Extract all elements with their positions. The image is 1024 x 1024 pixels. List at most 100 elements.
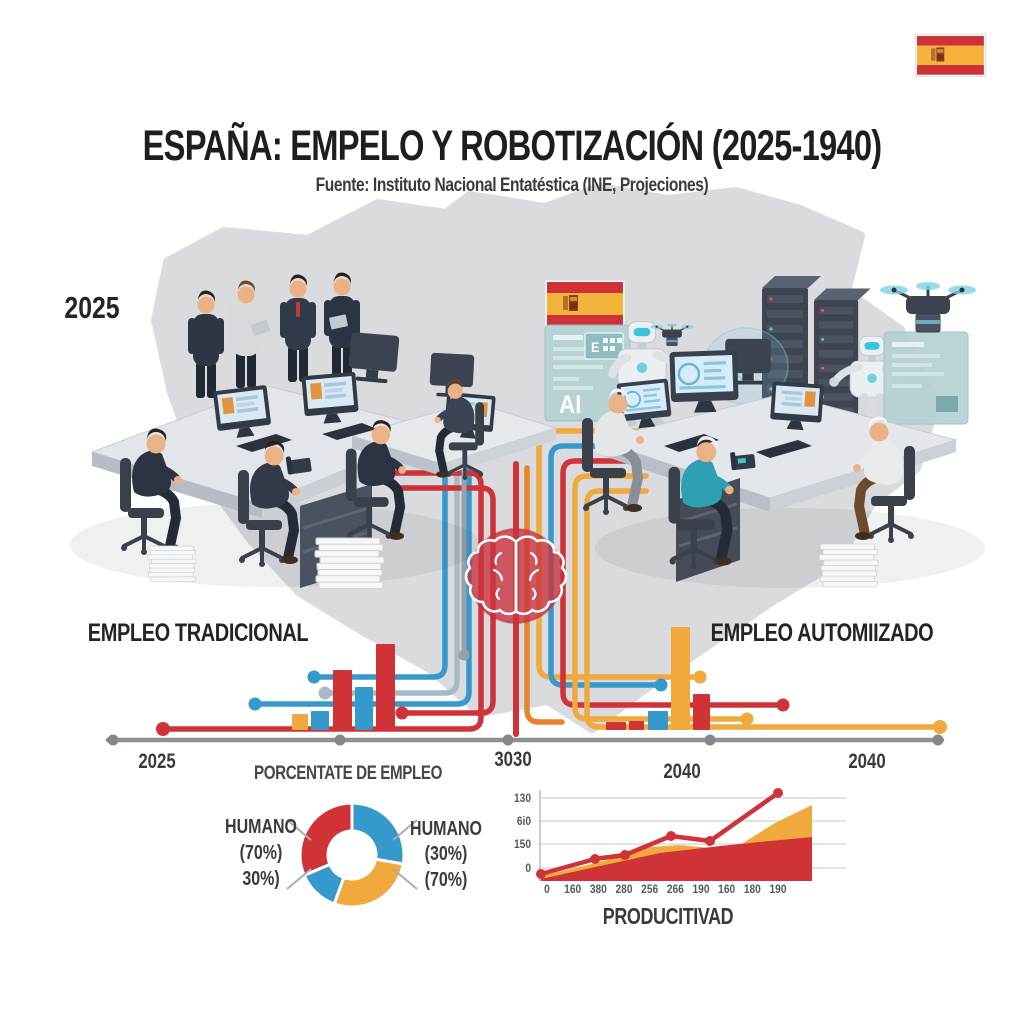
keyboard <box>236 434 292 452</box>
timeline-bars-left <box>292 644 395 730</box>
timeline-label-3030: 3030 <box>494 748 531 771</box>
svg-text:266: 266 <box>667 883 684 896</box>
page-subtitle: Fuente: Instituto Nacional Entatéstica (… <box>316 174 709 196</box>
donut-label-right-3: (70%) <box>425 868 468 890</box>
ai-panel-badge: E <box>591 339 600 355</box>
employment-donut-chart <box>298 801 406 909</box>
line-series <box>538 790 781 877</box>
timeline-label-text: 3030 <box>494 748 531 771</box>
svg-text:190: 190 <box>769 883 786 896</box>
ai-panel <box>544 324 631 422</box>
svg-text:150: 150 <box>514 838 531 851</box>
paper-stack <box>314 537 385 590</box>
timeline-label-text: 2040 <box>663 760 700 783</box>
productivity-title: PRODUCITIVAD <box>603 904 734 930</box>
donut-label-right-2: (30%) <box>425 842 468 864</box>
timeline-bar <box>355 687 373 730</box>
flow-line <box>524 465 565 725</box>
flow-line-endpoints <box>156 649 947 736</box>
ai-brain-node <box>464 528 568 624</box>
timeline-label-text: 2025 <box>138 750 176 773</box>
svg-text:160: 160 <box>564 883 581 896</box>
paper-stack <box>819 543 879 588</box>
caption-automated: EMPLEO AUTOMIIZADO <box>711 619 934 647</box>
spain-flag-icon <box>914 33 987 77</box>
caption-traditional: EMPLEO TRADICIONAL <box>88 619 309 647</box>
svg-text:380: 380 <box>590 883 607 896</box>
data-point <box>536 869 546 879</box>
red-tie <box>296 302 300 317</box>
svg-text:180: 180 <box>744 883 761 896</box>
tablet <box>250 319 271 336</box>
donut-label-text: HUMANO <box>410 817 482 839</box>
svg-text:256: 256 <box>641 883 658 896</box>
page-title: ESPAÑA: EMPELO Y ROBOTIZACIÓN (2025-1940… <box>143 121 883 171</box>
ai-panel-badge-text: E <box>591 339 600 355</box>
timeline-bar <box>671 627 690 730</box>
svg-text:6i0: 6i0 <box>517 815 531 828</box>
x-tick-label: 0 <box>544 883 550 896</box>
desk-phone <box>285 456 312 475</box>
caption-automated-text: EMPLEO AUTOMIIZADO <box>711 619 934 647</box>
x-tick-label: 190 <box>692 883 709 896</box>
caption-traditional-text: EMPLEO TRADICIONAL <box>88 619 309 647</box>
data-point <box>705 836 715 846</box>
donut-label-left-3: 30%) <box>242 867 279 889</box>
area-series <box>541 837 812 881</box>
donut-label-left-2: (70%) <box>240 841 283 863</box>
donut-label-text: (70%) <box>425 868 468 890</box>
y-tick-label: 6i0 <box>517 815 531 828</box>
ai-panel-label-text: AI <box>559 391 581 419</box>
productivity-title-text: PRODUCITIVAD <box>603 904 734 930</box>
donut-label-text: HUMANO <box>225 815 297 837</box>
page-title-text: ESPAÑA: EMPELO Y ROBOTIZACIÓN (2025-1940… <box>143 121 882 171</box>
brain-icon <box>464 535 568 616</box>
timeline-bar <box>606 722 626 730</box>
x-tick-label: 160 <box>564 883 581 896</box>
data-point <box>590 854 600 864</box>
y-tick-label: 130 <box>514 792 531 805</box>
svg-text:130: 130 <box>514 792 531 805</box>
x-tick-label: 280 <box>615 883 632 896</box>
y-tick-label: 0 <box>525 862 531 875</box>
donut-label-text: (30%) <box>425 842 468 864</box>
timeline-bar <box>333 670 352 730</box>
data-panel <box>883 331 969 425</box>
donut-label-left-1: HUMANO <box>225 815 297 837</box>
timeline-bar <box>311 711 329 730</box>
donut-segment <box>332 857 405 909</box>
data-point <box>620 850 630 860</box>
x-tick-label: 266 <box>667 883 684 896</box>
timeline-label-text: 2040 <box>848 750 885 773</box>
svg-text:280: 280 <box>615 883 632 896</box>
donut-segment <box>298 801 354 878</box>
x-tick-label: 190 <box>769 883 786 896</box>
tablet <box>329 314 348 330</box>
svg-text:0: 0 <box>544 883 550 896</box>
donut-label-right-1: HUMANO <box>410 817 482 839</box>
donut-title-text: PORCENTATE DE EMPLEO <box>254 761 442 783</box>
timeline <box>105 734 945 746</box>
paper-stack <box>147 545 197 582</box>
desk-edge <box>442 428 556 476</box>
right-automation-scene <box>544 276 985 588</box>
flow-line <box>572 473 750 722</box>
timeline-bar <box>693 694 710 730</box>
timeline-bar <box>629 721 644 730</box>
donut-segment <box>350 801 406 866</box>
data-point <box>773 788 783 798</box>
data-point <box>666 831 676 841</box>
ai-panel-label: AI <box>559 391 581 419</box>
keyboard <box>322 423 377 440</box>
page-subtitle-text: Fuente: Instituto Nacional Entatéstica (… <box>316 174 709 196</box>
timeline-label-2040b: 2040 <box>848 750 885 773</box>
timeline-label-2025: 2025 <box>138 750 176 773</box>
timeline-bar <box>648 711 668 730</box>
left-office-scene <box>70 272 558 590</box>
year-label-text: 2025 <box>64 290 119 324</box>
timeline-bar <box>292 714 308 730</box>
x-tick-label: 256 <box>641 883 658 896</box>
x-tick-label: 180 <box>744 883 761 896</box>
